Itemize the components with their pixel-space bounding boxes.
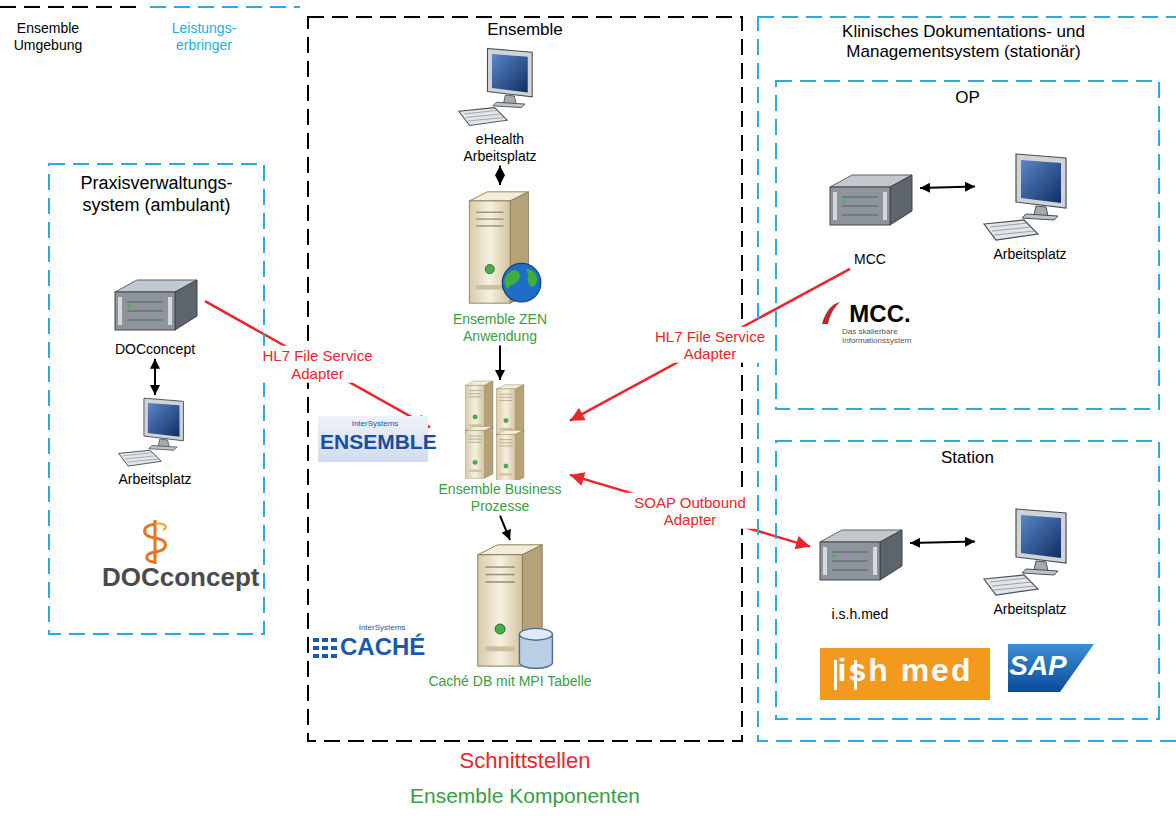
node-label: Caché DB mit MPI Tabelle bbox=[425, 672, 595, 691]
workstation-icon bbox=[975, 150, 1085, 245]
boundary-heading: Praxisverwaltungs- system (ambulant) bbox=[57, 173, 257, 216]
rack-server-icon bbox=[810, 505, 910, 605]
web-server-icon bbox=[440, 185, 560, 310]
system-node: Arbeitsplatz bbox=[105, 395, 205, 489]
system-node: eHealth Arbeitsplatz bbox=[445, 45, 555, 166]
node-label: Arbeitsplatz bbox=[975, 600, 1085, 619]
mcc-logo-swoosh bbox=[820, 300, 842, 326]
docconcept-emblem bbox=[135, 518, 175, 566]
component-connector bbox=[499, 166, 501, 185]
rack-server-icon bbox=[820, 150, 920, 250]
system-node: Caché DB mit MPI Tabelle bbox=[425, 540, 595, 691]
mcc-slogan: Das skalierbare Informationssystem bbox=[842, 327, 932, 345]
system-boundary: OP MCC Arbeitsplatz bbox=[775, 80, 1160, 410]
intersystems-logo-text: InterSystems bbox=[330, 419, 420, 428]
component-connector bbox=[920, 186, 975, 188]
interface-connector bbox=[570, 269, 850, 421]
legend-text: Leistungs- erbringer bbox=[165, 20, 243, 54]
node-label: eHealth Arbeitsplatz bbox=[445, 130, 555, 166]
interface-label: HL7 File Service Adapter bbox=[646, 326, 774, 363]
system-boundary: Klinisches Dokumentations- und Managemen… bbox=[757, 16, 1176, 742]
system-node: Arbeitsplatz bbox=[975, 505, 1085, 619]
node-label: DOCconcept bbox=[105, 340, 205, 359]
node-label: i.s.h.med bbox=[810, 605, 910, 624]
interface-label: SOAP Outbound Adapter bbox=[626, 492, 754, 529]
boundary-heading: Klinisches Dokumentations- und Managemen… bbox=[814, 22, 1114, 63]
workstation-icon bbox=[445, 45, 555, 130]
component-connector bbox=[500, 516, 510, 540]
server-cluster-icon bbox=[430, 380, 570, 480]
boundary-heading: OP bbox=[868, 88, 1068, 108]
component-connector bbox=[154, 359, 156, 395]
legend-text: Ensemble Umgebung bbox=[2, 20, 94, 54]
workstation-icon bbox=[975, 505, 1085, 600]
ishmed-logo-text: ish med bbox=[820, 652, 990, 689]
boundary-heading: Ensemble bbox=[425, 20, 625, 40]
mcc-logo-text: MCC. bbox=[840, 300, 920, 328]
interface-label: HL7 File Service Adapter bbox=[254, 346, 382, 383]
component-connector bbox=[910, 541, 975, 543]
system-node: i.s.h.med bbox=[810, 505, 910, 624]
interface-connector bbox=[205, 301, 430, 427]
workstation-icon bbox=[105, 395, 205, 470]
node-label: Ensemble Business Prozesse bbox=[430, 480, 570, 516]
node-label: MCC bbox=[820, 250, 920, 269]
database-server-icon bbox=[425, 540, 595, 672]
intersystems-logo-text: InterSystems bbox=[342, 623, 422, 632]
rack-server-icon bbox=[105, 270, 205, 340]
sap-logo-text: SAP bbox=[1008, 650, 1068, 682]
system-node: Ensemble Business Prozesse bbox=[430, 380, 570, 516]
dashed-boundary bbox=[757, 16, 1176, 742]
interface-connector bbox=[570, 475, 810, 547]
docconcept-logo-text: DOCconcept bbox=[102, 563, 212, 593]
system-node: Ensemble ZEN Anwendung bbox=[440, 185, 560, 346]
legend-caption-interfaces: Schnittstellen bbox=[400, 748, 650, 773]
legend-caption-components: Ensemble Komponenten bbox=[375, 784, 675, 808]
ensemble-logo-text: ENSEMBLE bbox=[320, 430, 426, 454]
cache-logo-stripes bbox=[313, 636, 339, 664]
dashed-boundary bbox=[775, 80, 1160, 410]
boundary-heading: Station bbox=[868, 448, 1068, 468]
node-label: Ensemble ZEN Anwendung bbox=[440, 310, 560, 346]
system-node: MCC bbox=[820, 150, 920, 269]
system-node: Arbeitsplatz bbox=[975, 150, 1085, 264]
system-node: DOCconcept bbox=[105, 270, 205, 359]
node-label: Arbeitsplatz bbox=[105, 470, 205, 489]
node-label: Arbeitsplatz bbox=[975, 245, 1085, 264]
cache-logo-text: CACHÉ bbox=[340, 633, 422, 661]
legend-line-samples bbox=[0, 0, 300, 14]
component-connector bbox=[499, 346, 501, 380]
